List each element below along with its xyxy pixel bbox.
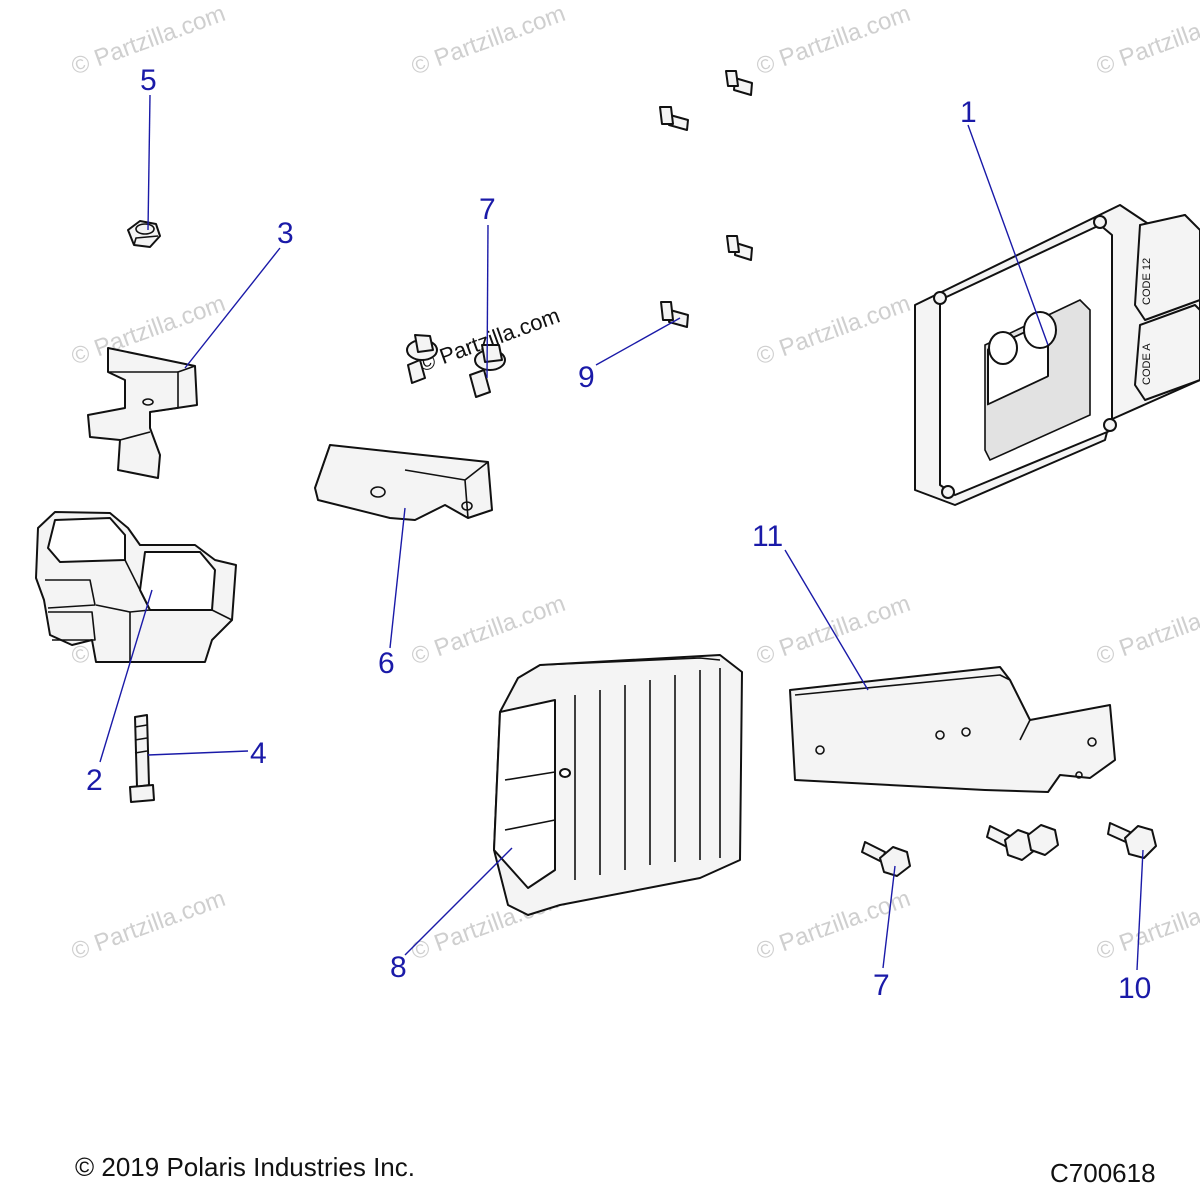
callout-5: 5 — [140, 64, 157, 97]
callout-11: 11 — [752, 520, 783, 553]
part-2-ignition-coil — [35, 511, 237, 663]
watermark: © Partzilla.com — [753, 885, 914, 966]
callout-7-lower: 7 — [873, 969, 890, 1002]
watermark: © Partzilla.com — [1093, 885, 1200, 966]
part-11-plate — [789, 666, 1116, 793]
part-8-regulator — [493, 654, 743, 916]
copyright-text: © 2019 Polaris Industries Inc. — [75, 1152, 415, 1182]
part-9-screws — [659, 70, 753, 328]
callout-3: 3 — [277, 217, 294, 250]
part-6-bracket — [314, 444, 493, 521]
callout-9: 9 — [578, 361, 595, 394]
diagram-code: C700618 — [1050, 1158, 1156, 1188]
watermark: © Partzilla.com — [1093, 0, 1200, 81]
leader-lines — [99, 94, 1144, 971]
part-7-screw-upper — [406, 334, 506, 398]
callout-6: 6 — [378, 647, 395, 680]
part-3-bracket — [87, 347, 198, 479]
callout-1: 1 — [960, 96, 977, 129]
callout-4: 4 — [250, 737, 267, 770]
part-7-screw-lower — [861, 841, 911, 877]
part-1-ecu: CODE 12 CODE A — [914, 204, 1200, 506]
callout-2: 2 — [86, 764, 103, 797]
callout-7-upper: 7 — [479, 193, 496, 226]
watermark: © Partzilla.com — [408, 590, 569, 671]
part-screws-middle — [986, 824, 1059, 861]
watermark: © Partzilla.com — [753, 290, 914, 371]
watermark: © Partzilla.com — [753, 0, 914, 81]
ecu-label-lower: CODE A — [1141, 343, 1153, 385]
watermark: © Partzilla.com — [1093, 590, 1200, 671]
watermark: © Partzilla.com — [408, 0, 569, 81]
part-4-bolt — [129, 714, 155, 803]
callout-8: 8 — [390, 951, 407, 984]
ecu-label-upper: CODE 12 — [1141, 258, 1153, 305]
part-5-nut — [127, 220, 161, 248]
callout-labels: 5 3 7 1 9 6 11 2 4 8 7 10 — [86, 64, 1151, 1005]
callout-10: 10 — [1118, 972, 1151, 1005]
watermark: © Partzilla.com — [68, 885, 229, 966]
part-10-bolt — [1107, 822, 1157, 859]
